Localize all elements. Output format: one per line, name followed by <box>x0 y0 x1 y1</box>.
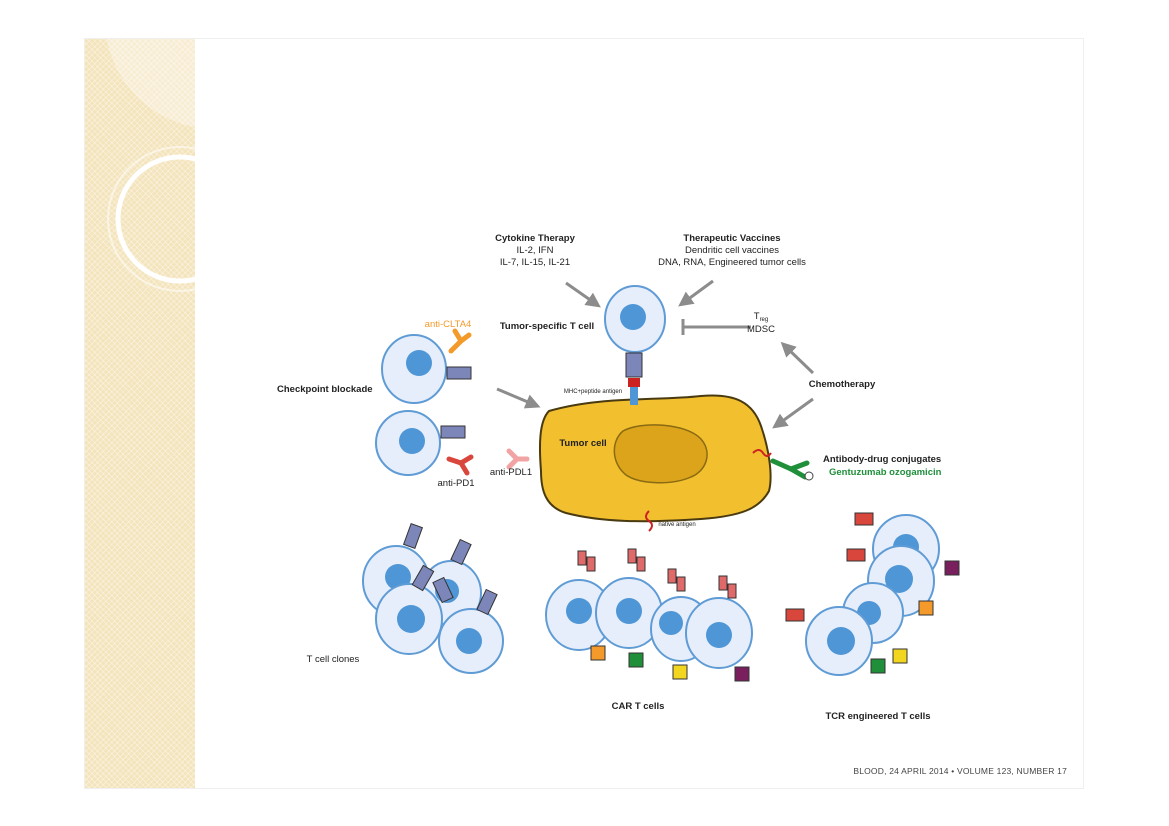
cytokine-therapy-line1: IL-2, IFN <box>517 245 554 256</box>
drug-payload-icon <box>804 471 814 481</box>
diagram-labels: Cytokine Therapy IL-2, IFN IL-7, IL-15, … <box>277 233 942 722</box>
immunotherapy-diagram: Cytokine Therapy IL-2, IFN IL-7, IL-15, … <box>277 233 960 722</box>
checkpoint-cell-bottom <box>375 410 474 476</box>
anti-pdl1-antibody-icon <box>506 448 530 470</box>
treg-label: Treg <box>754 311 768 323</box>
t-cell-clones <box>362 522 504 674</box>
mhc-peptide-label: MHC+peptide antigen <box>564 389 622 395</box>
mdsc-label: MDSC <box>747 324 775 335</box>
cytokine-therapy-title: Cytokine Therapy <box>495 233 575 244</box>
car-signaling-icons <box>590 645 750 682</box>
anti-pd1-label: anti-PD1 <box>438 478 475 489</box>
native-antigen-icon <box>645 510 653 532</box>
adc-antibody-icon <box>752 449 814 481</box>
arrow-icon <box>496 387 541 409</box>
tcr-receptor-icon <box>446 366 472 380</box>
citation: BLOOD, 24 APRIL 2014 • VOLUME 123, NUMBE… <box>853 766 1067 776</box>
tcr-receptor-icon <box>450 538 472 566</box>
decorative-side-panel <box>85 39 324 788</box>
tcr-receptor-icon <box>411 564 435 592</box>
tcr-t-cells-label: TCR engineered T cells <box>825 711 930 722</box>
tcr-receptor-icon <box>625 352 643 405</box>
checkpoint-cell-top <box>381 328 472 404</box>
antibody-icon <box>448 328 472 354</box>
car-t-cells-label: CAR T cells <box>612 701 665 712</box>
native-antigen-label: native antigen <box>658 522 695 528</box>
arrow-icon <box>678 279 714 307</box>
arrow-icon <box>772 397 814 429</box>
car-receptor-icon <box>577 548 737 599</box>
gemtuzumab-label: Gentuzumab ozogamicin <box>829 467 942 478</box>
tumor-specific-t-cell <box>604 285 666 405</box>
tumor-specific-t-cell-label: Tumor-specific T cell <box>500 321 594 332</box>
slide: Cytokine Therapy IL-2, IFN IL-7, IL-15, … <box>84 38 1084 789</box>
tcr-receptor-icon <box>785 512 960 674</box>
chemotherapy-label: Chemotherapy <box>809 379 876 390</box>
tcr-engineered-t-cells <box>785 512 960 676</box>
adc-label: Antibody-drug conjugates <box>823 454 941 465</box>
vaccines-title: Therapeutic Vaccines <box>683 233 780 244</box>
tcr-receptor-icon <box>432 576 454 604</box>
tcr-receptor-icon <box>402 522 424 550</box>
arrow-icon <box>565 281 601 308</box>
cytokine-therapy-line2: IL-7, IL-15, IL-21 <box>500 257 570 268</box>
anti-ctla4-label: anti-CLTA4 <box>425 319 472 330</box>
tcr-receptor-icon <box>476 588 498 616</box>
vaccines-line2: DNA, RNA, Engineered tumor cells <box>658 257 806 268</box>
t-cell-clones-label: T cell clones <box>307 654 360 665</box>
tcr-receptor-icon <box>440 425 466 439</box>
tumor-cell <box>538 394 772 523</box>
antibody-icon <box>446 454 474 476</box>
native-antigen-icon <box>752 449 772 457</box>
tumor-cell-label: Tumor cell <box>559 438 606 449</box>
car-t-cells <box>545 548 753 682</box>
vaccines-line1: Dendritic cell vaccines <box>685 245 779 256</box>
arrow-icon <box>780 341 815 375</box>
checkpoint-blockade-label: Checkpoint blockade <box>277 384 373 395</box>
arrows <box>496 279 815 429</box>
anti-pdl1-label: anti-PDL1 <box>490 467 532 478</box>
